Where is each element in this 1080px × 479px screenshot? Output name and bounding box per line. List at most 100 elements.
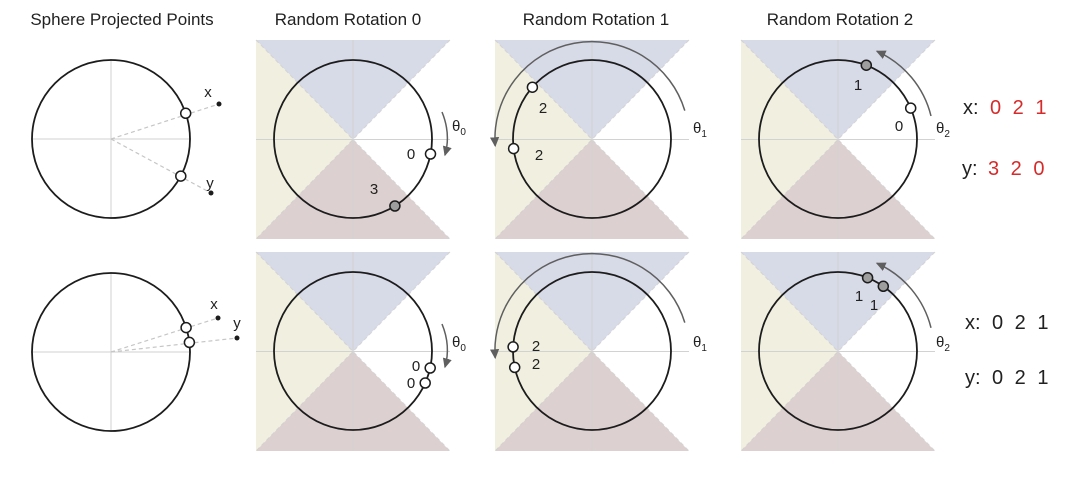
diagonal-line-1 (740, 39, 936, 240)
panel-top-sphere: x y (31, 59, 222, 219)
theta-symbol: θ (693, 120, 701, 137)
diagonal-line-2 (740, 39, 936, 240)
hash-codes-top: x: 0 2 1 y:3 2 0 (962, 97, 1049, 180)
point-y (419, 377, 431, 389)
unit-circle (273, 271, 433, 431)
point-y (507, 341, 519, 353)
unit-circle (31, 272, 191, 432)
panel-bottom-rotation-0: 0 0 θ0 (255, 251, 466, 452)
code-x-digits: 0 2 1 (992, 312, 1051, 334)
code-x: x: 0 2 1 (965, 312, 1051, 334)
code-y-digits: 3 2 0 (988, 158, 1047, 180)
theta-0-label: θ0 (452, 334, 466, 354)
theta-1-label: θ1 (693, 120, 707, 140)
point-x (861, 271, 874, 284)
point-y-label: y (206, 175, 214, 192)
point-x (424, 148, 437, 160)
theta-symbol: θ (693, 334, 701, 351)
projection-line-x (110, 317, 219, 353)
point-x (860, 59, 873, 71)
title-random-rotation-0: Random Rotation 0 (275, 10, 421, 29)
point-x-label: x (204, 84, 212, 101)
panel-top-rotation-1: 2 2 θ1 (489, 39, 707, 240)
rotation-arrow (489, 252, 686, 360)
theta-1-label: θ1 (693, 334, 707, 354)
theta-symbol: θ (452, 118, 460, 135)
diagonal-line-1 (255, 251, 451, 452)
point-y-region-label: 0 (895, 118, 903, 135)
hash-codes-bottom: x: 0 2 1 y: 0 2 1 (965, 312, 1051, 389)
projection-line-y (110, 138, 212, 194)
point-x (507, 142, 520, 155)
rotation-arrow (441, 323, 452, 369)
title-random-rotation-1: Random Rotation 1 (523, 10, 669, 29)
code-y-digits: 0 2 1 (992, 367, 1051, 389)
code-y: y: 0 2 1 (965, 367, 1051, 389)
diagonal-line-2 (740, 251, 936, 452)
title-sphere-projected-points: Sphere Projected Points (30, 10, 213, 29)
diagonal-line-1 (494, 39, 690, 240)
rotation-arrow (489, 40, 686, 148)
external-dot-x (215, 315, 221, 321)
point-y-region-label: 3 (370, 181, 378, 198)
theta-symbol: θ (936, 334, 944, 351)
title-random-rotation-2: Random Rotation 2 (767, 10, 913, 29)
diagonal-line-1 (255, 39, 451, 240)
unit-circle (758, 271, 918, 431)
point-y-region-label: 1 (870, 297, 878, 314)
theta-0-label: θ0 (452, 118, 466, 138)
rotation-arrow (875, 262, 932, 328)
diagonal-line-1 (494, 251, 690, 452)
unit-circle (31, 59, 191, 219)
external-dot-y (208, 190, 214, 196)
theta-2-label: θ2 (936, 120, 950, 140)
diagonal-line-1 (740, 251, 936, 452)
panel-bottom-rotation-1: 2 2 θ1 (489, 251, 707, 452)
unit-circle (512, 59, 672, 219)
point-y-label: y (233, 315, 241, 332)
theta-subscript: 2 (944, 129, 950, 140)
unit-circle (273, 59, 433, 219)
theta-subscript: 0 (460, 343, 466, 354)
code-x: x: 0 2 1 (963, 97, 1049, 119)
point-x-region-label: 1 (854, 77, 862, 94)
point-y (877, 280, 890, 293)
point-x-region-label: 2 (532, 356, 540, 373)
theta-symbol: θ (452, 334, 460, 351)
code-y-prefix: y: (965, 367, 981, 389)
code-x-digits: 0 2 1 (990, 97, 1049, 119)
point-y (526, 81, 539, 93)
rotation-arrow (875, 50, 932, 117)
panel-bottom-sphere: x y (31, 272, 241, 432)
theta-subscript: 1 (701, 343, 707, 354)
theta-subscript: 2 (944, 343, 950, 354)
point-y (904, 102, 917, 114)
point-y (389, 200, 401, 212)
theta-subscript: 0 (460, 127, 466, 138)
point-y-region-label: 2 (532, 338, 540, 355)
code-x-prefix: x: (963, 97, 979, 119)
point-x (424, 362, 436, 374)
theta-2-label: θ2 (936, 334, 950, 354)
point-x (179, 107, 192, 120)
projection-line-x (110, 103, 220, 140)
code-x-prefix: x: (965, 312, 981, 334)
diagonal-line-2 (255, 39, 451, 240)
diagonal-line-2 (255, 251, 451, 452)
rotation-arrow (441, 111, 452, 157)
external-dot-x (216, 101, 222, 107)
theta-symbol: θ (936, 120, 944, 137)
point-y (175, 170, 187, 182)
point-x (508, 361, 521, 374)
point-y-region-label: 2 (539, 100, 547, 117)
external-dot-y (234, 335, 240, 341)
point-y (183, 336, 196, 349)
point-x-region-label: 1 (855, 288, 863, 305)
point-y-region-label: 0 (407, 375, 415, 392)
code-y: y:3 2 0 (962, 158, 1047, 180)
theta-subscript: 1 (701, 129, 707, 140)
diagonal-line-2 (494, 251, 690, 452)
point-x-region-label: 0 (407, 146, 415, 163)
